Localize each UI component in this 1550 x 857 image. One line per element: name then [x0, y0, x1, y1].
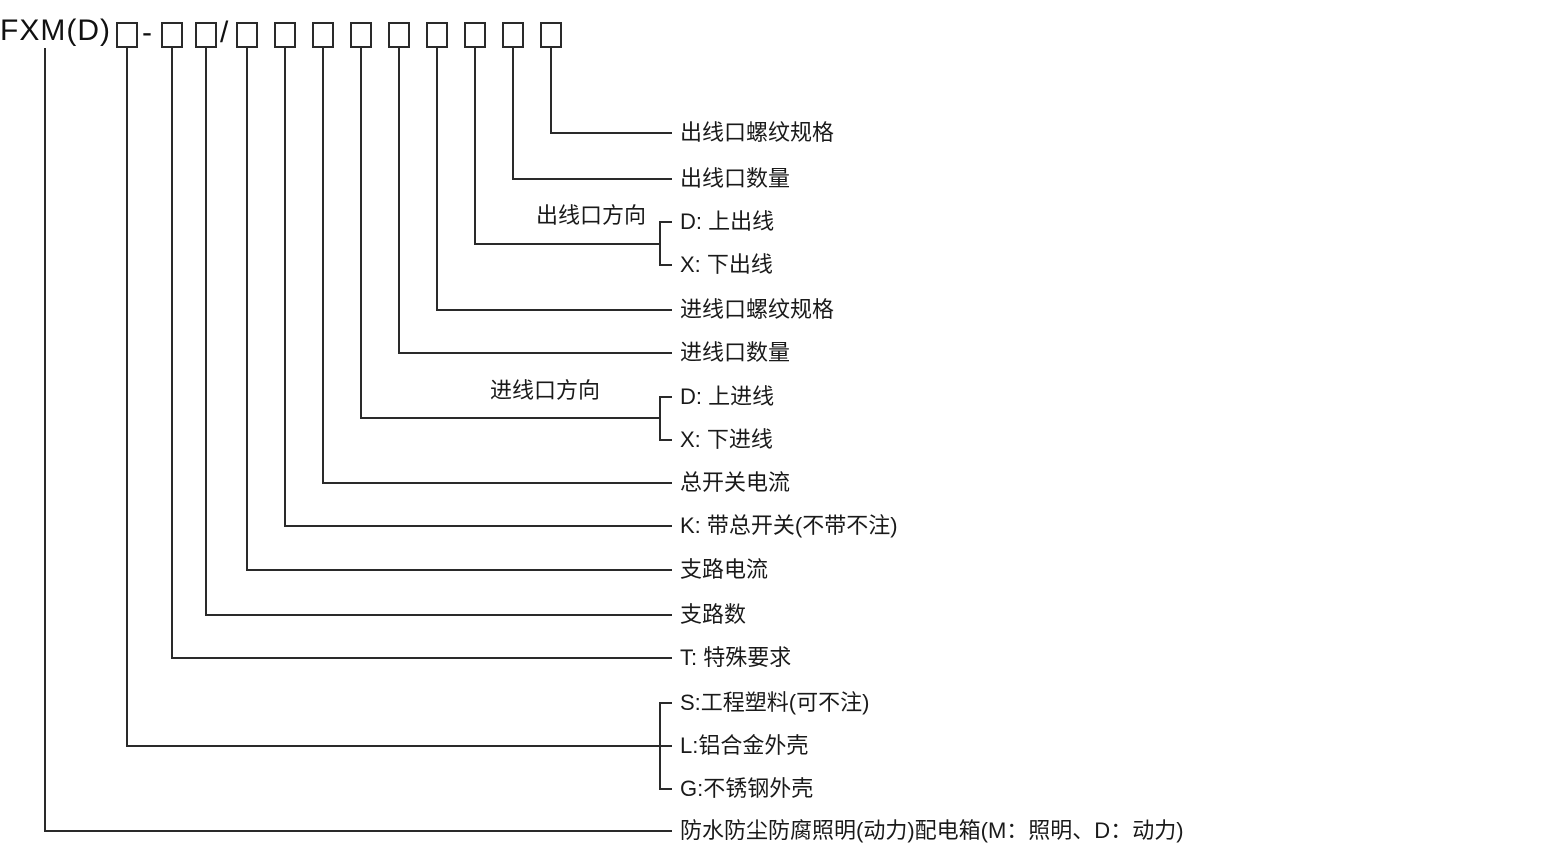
- label-inlet-direction-down: X: 下进线: [680, 427, 773, 452]
- connector-special-requirement-line: [171, 48, 672, 659]
- connector-inlet-thread-line: [436, 48, 672, 311]
- connector-shell-material-line: [126, 48, 672, 747]
- label-branch-count: 支路数: [680, 602, 747, 627]
- label-inlet-count: 进线口数量: [680, 340, 791, 365]
- code-dash: -: [142, 16, 152, 49]
- connector-product-line: [44, 48, 672, 832]
- label-outlet-thread-spec: 出线口螺纹规格: [680, 120, 835, 145]
- connector-branch-current-line: [246, 48, 672, 571]
- label-special-requirement: T: 特殊要求: [680, 645, 792, 670]
- code-box-outlet-thread: [540, 22, 562, 48]
- bracket-shell-material: [659, 702, 672, 790]
- label-shell-stainless: G:不锈钢外壳: [680, 776, 814, 801]
- label-product-name: 防水防尘防腐照明(动力)配电箱(M：照明、D：动力): [680, 818, 1184, 843]
- connector-branch-count-line: [205, 48, 672, 616]
- bracket-inlet-direction: [659, 396, 672, 441]
- connector-outlet-thread-line: [550, 48, 672, 134]
- code-box-inlet-direction: [350, 22, 372, 48]
- label-outlet-direction-down: X: 下出线: [680, 252, 773, 277]
- code-box-outlet-direction: [464, 22, 486, 48]
- label-shell-plastic: S:工程塑料(可不注): [680, 690, 870, 715]
- code-box-shell-material: [116, 22, 138, 48]
- code-box-branch-current: [236, 22, 258, 48]
- connector-main-switch-current-line: [322, 48, 672, 484]
- code-box-branch-count: [195, 22, 217, 48]
- model-prefix: FXM(D): [0, 14, 111, 47]
- connector-main-switch-line: [284, 48, 672, 527]
- label-main-switch-option: K: 带总开关(不带不注): [680, 513, 898, 538]
- code-box-main-switch-current: [312, 22, 334, 48]
- code-box-inlet-thread: [426, 22, 448, 48]
- label-branch-current: 支路电流: [680, 557, 769, 582]
- connector-outlet-direction-line: [474, 48, 660, 245]
- label-inlet-thread-spec: 进线口螺纹规格: [680, 297, 835, 322]
- label-shell-aluminum: L:铝合金外壳: [680, 733, 809, 758]
- connector-inlet-direction-line: [360, 48, 660, 419]
- label-outlet-direction: 出线口方向: [536, 203, 647, 228]
- connector-inlet-count-line: [398, 48, 672, 354]
- label-outlet-direction-up: D: 上出线: [680, 209, 775, 234]
- code-box-main-switch: [274, 22, 296, 48]
- bracket-outlet-direction: [659, 221, 672, 266]
- code-box-inlet-count: [388, 22, 410, 48]
- connector-outlet-count-line: [512, 48, 672, 180]
- label-main-switch-current: 总开关电流: [680, 470, 791, 495]
- label-outlet-count: 出线口数量: [680, 166, 791, 191]
- code-box-outlet-count: [502, 22, 524, 48]
- label-inlet-direction: 进线口方向: [490, 378, 601, 403]
- label-inlet-direction-up: D: 上进线: [680, 384, 775, 409]
- code-slash: /: [220, 16, 229, 49]
- code-box-special-requirement: [161, 22, 183, 48]
